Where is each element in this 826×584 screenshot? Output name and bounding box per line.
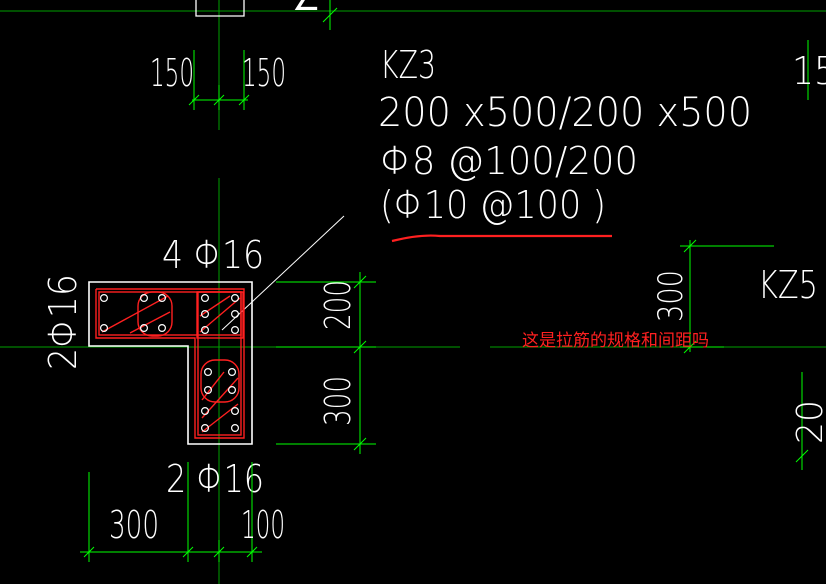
rebar-bars — [99, 294, 240, 433]
dim-right-lower: 300 — [318, 376, 359, 426]
neighbor-dim: 300 — [651, 270, 691, 322]
top-dimension — [188, 0, 338, 110]
left-rebar-spec: 2Φ16 — [41, 274, 85, 370]
bottom-rebar-spec: 2 Φ16 — [166, 457, 264, 501]
bottom-dimension — [80, 462, 262, 562]
column-label: KZ3 — [380, 43, 436, 87]
dim-right-upper: 200 — [318, 280, 359, 330]
right-dimension — [276, 272, 376, 454]
edge-dim-bottom: 20 — [790, 400, 826, 444]
neighbor-column-label: KZ5 — [758, 263, 818, 307]
section-size: 200 x500/200 x500 — [378, 90, 752, 136]
dim-bottom-right: 100 — [241, 503, 285, 547]
stirrup-spec: Φ8 @100/200 — [380, 139, 638, 183]
dim-top-left: 150 — [150, 51, 194, 95]
column-outline — [88, 281, 253, 445]
neighbor-dimension — [680, 40, 809, 470]
top-partial-label: ∠ — [292, 0, 321, 18]
edge-dim-top: 15 — [792, 49, 826, 93]
upper-column-stub — [195, 0, 245, 17]
annotation-note: 这是拉筋的规格和间距吗 — [522, 331, 709, 351]
rebar-cage — [95, 288, 245, 439]
red-underline-mark — [391, 234, 612, 243]
top-rebar-spec: 4 Φ16 — [162, 233, 264, 277]
dim-top-right: 150 — [242, 51, 286, 95]
dim-bottom-left: 300 — [109, 503, 159, 547]
tie-spec: (Φ10 @100 ) — [380, 183, 606, 227]
